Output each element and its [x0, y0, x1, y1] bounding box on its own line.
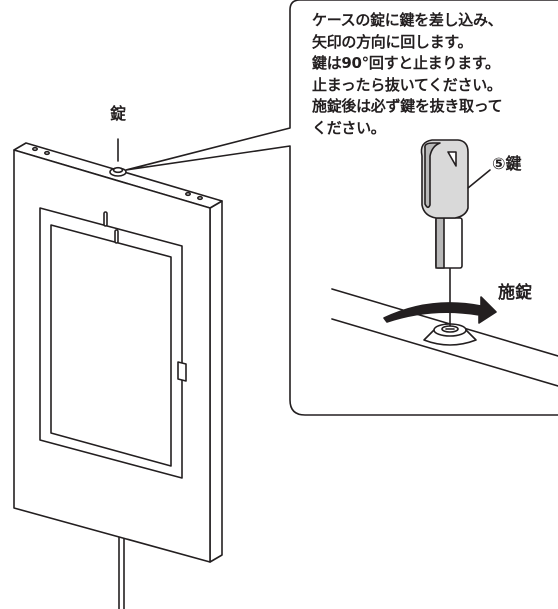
instruction-line: 鍵は90°回すと止まります。: [312, 54, 500, 72]
key-label: ⑤鍵: [492, 154, 522, 173]
stand-pole: [118, 534, 125, 609]
key-icon: [420, 139, 491, 269]
instruction-line: ケースの錠に鍵を差し込み、: [312, 11, 503, 29]
instruction-line: 施錠後は必ず鍵を抜き取って: [312, 97, 503, 115]
tablet-screen: [50, 224, 172, 467]
case-slot-inner: [114, 229, 119, 244]
case-top-closeup: [331, 288, 558, 387]
case-lock: [109, 138, 127, 177]
lock-action-label: 施錠: [498, 283, 532, 303]
instruction-line: ください。: [312, 118, 386, 137]
key-leader-line: [467, 169, 491, 189]
instruction-line: 止まったら抜いてください。: [312, 75, 502, 94]
case-side-button: [177, 361, 187, 382]
curved-arrow-right-icon: [383, 296, 497, 324]
instruction-line: 矢印の方向に回します。: [312, 32, 473, 51]
case-slot-outer: [103, 211, 108, 227]
tablet-case: [13, 142, 223, 563]
instruction-text: ケースの錠に鍵を差し込み、 矢印の方向に回します。 鍵は90°回すと止まります。…: [312, 10, 558, 139]
case-screw-holes: [31, 146, 204, 201]
lock-cylinder-icon: [423, 323, 477, 346]
lock-label: 錠: [110, 104, 127, 123]
